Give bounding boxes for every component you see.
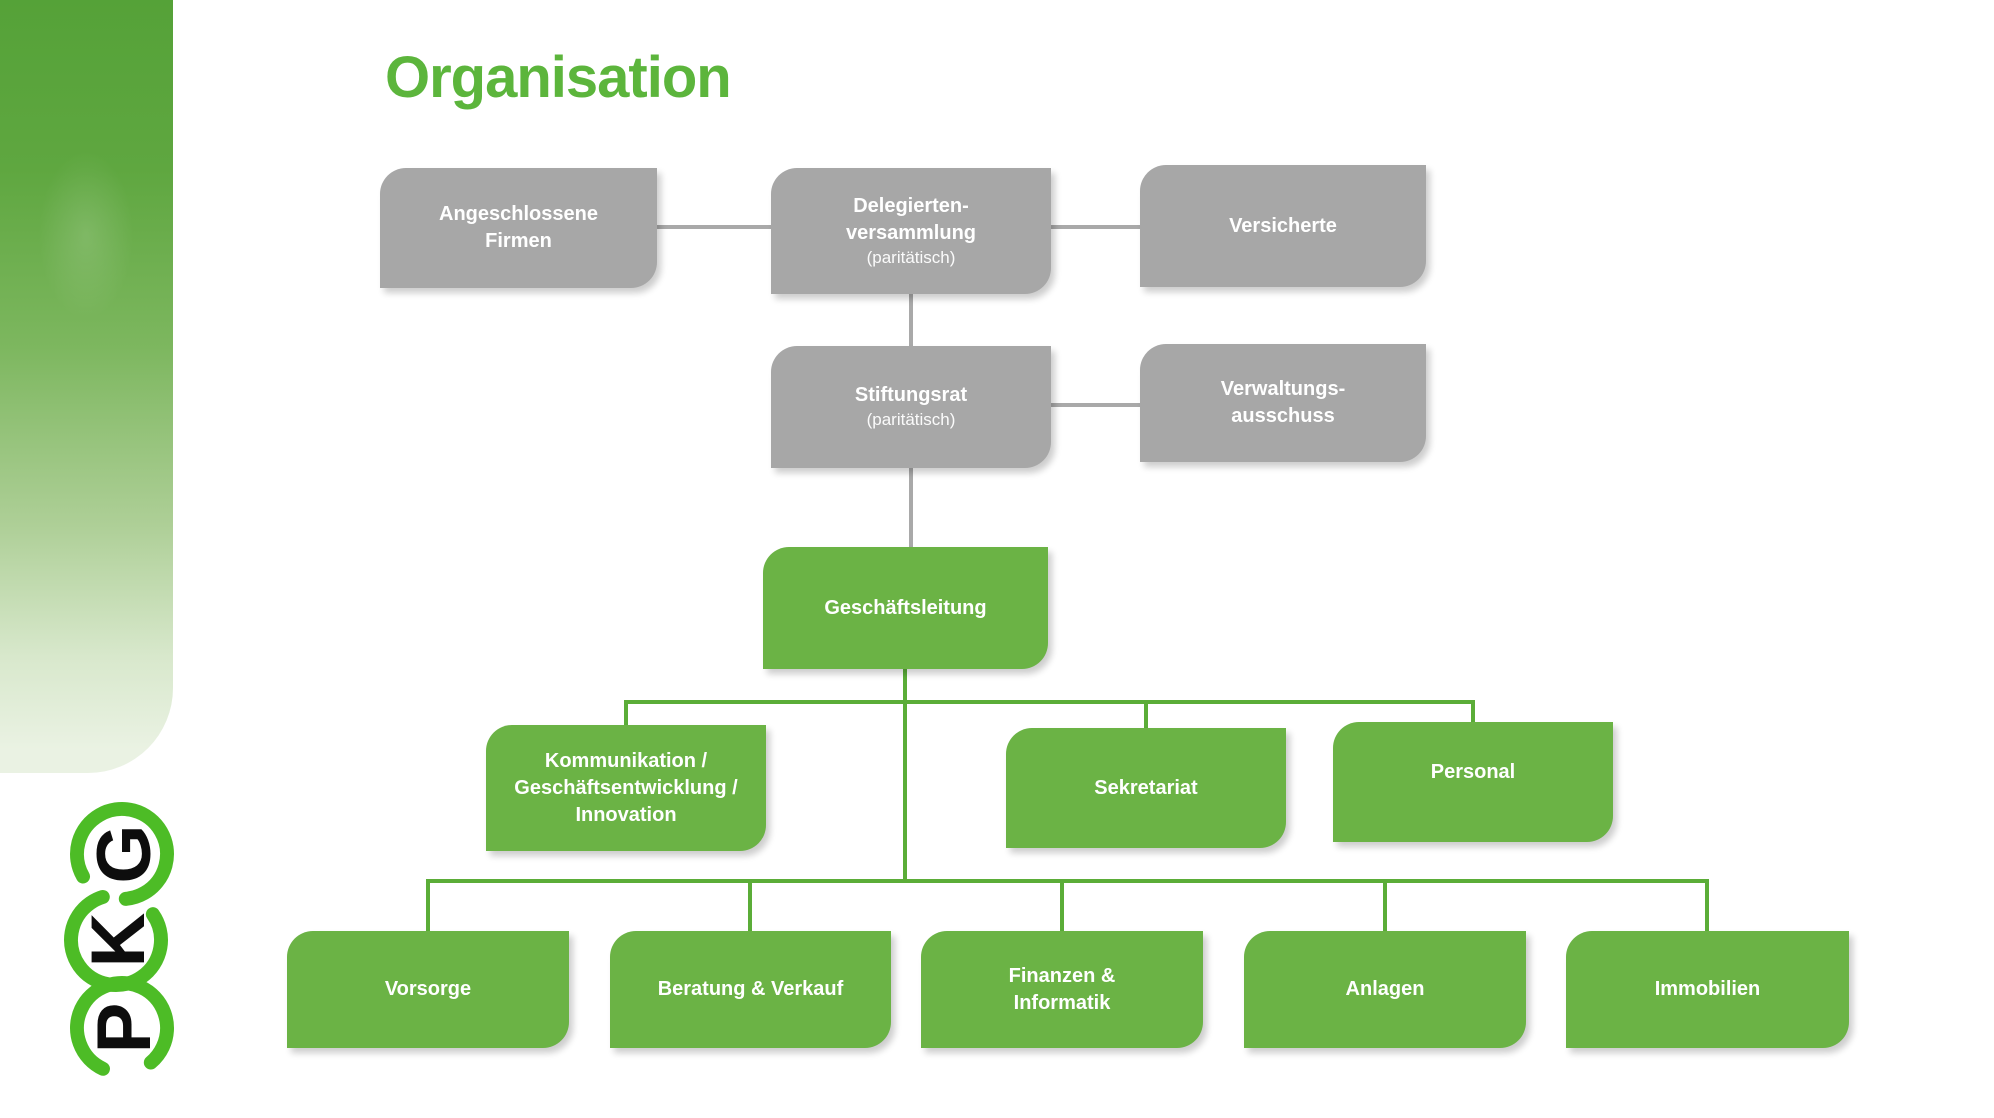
org-node-label: Beratung & Verkauf xyxy=(657,978,844,1000)
org-node-delegiertenversammlung: Delegierten- versammlung (paritätisch) xyxy=(771,168,1051,294)
connector-stub-beratung xyxy=(748,879,752,932)
pkg-logo-letter-g: G xyxy=(82,824,167,883)
org-node-verwaltungsausschuss: Verwaltungs- ausschuss xyxy=(1140,344,1426,462)
connector-delegierten-stiftungsrat xyxy=(909,294,913,346)
org-node-label: Stiftungsrat xyxy=(854,384,968,407)
connector-stub-kommunikation xyxy=(624,700,628,726)
org-node-label: Verwaltungs- ausschuss xyxy=(1220,378,1346,427)
org-node-stiftungsrat: Stiftungsrat (paritätisch) xyxy=(771,346,1051,468)
connector-angeschlossene-delegierten xyxy=(657,225,771,229)
org-node-vorsorge: Vorsorge xyxy=(287,931,569,1048)
org-node-anlagen: Anlagen xyxy=(1244,931,1526,1048)
org-node-label: Versicherte xyxy=(1229,214,1337,237)
pkg-logo-loops xyxy=(64,802,174,1080)
org-node-beratung-verkauf: Beratung & Verkauf xyxy=(610,931,891,1048)
pkg-logo: G K P xyxy=(64,802,174,1080)
connector-stiftungsrat-verwaltungsausschuss xyxy=(1051,403,1140,407)
connector-geschaeftsleitung-trunk xyxy=(903,669,907,883)
org-node-immobilien: Immobilien xyxy=(1566,931,1849,1048)
org-node-label: Finanzen & Informatik xyxy=(1008,964,1116,1014)
sidebar-accent-band xyxy=(0,0,173,773)
connector-delegierten-versicherte xyxy=(1051,225,1140,229)
page-title: Organisation xyxy=(385,45,732,110)
org-node-label: Kommunikation / Geschäftsentwicklung / I… xyxy=(514,749,738,826)
org-node-label: Delegierten- versammlung xyxy=(845,194,977,244)
org-node-label: Personal xyxy=(1430,760,1516,783)
org-node-label: Sekretariat xyxy=(1094,776,1198,799)
org-node-sublabel: (paritätisch) xyxy=(866,247,956,267)
connector-row3-bar xyxy=(624,700,1473,704)
connector-stub-finanzen xyxy=(1060,879,1064,932)
org-node-kommunikation-geschaeftsentwicklung-innovation: Kommunikation / Geschäftsentwicklung / I… xyxy=(486,725,766,851)
connector-stub-vorsorge xyxy=(426,879,430,932)
org-node-personal: Personal xyxy=(1333,722,1613,842)
connector-stiftungsrat-geschaeftsleitung xyxy=(909,468,913,547)
connector-stub-personal xyxy=(1471,700,1475,723)
org-node-label: Anlagen xyxy=(1345,978,1425,1000)
connector-stub-immobilien xyxy=(1705,879,1709,932)
org-node-versicherte: Versicherte xyxy=(1140,165,1426,287)
org-node-label: Angeschlossene Firmen xyxy=(439,203,598,252)
org-node-finanzen-informatik: Finanzen & Informatik xyxy=(921,931,1203,1048)
org-node-sublabel: (paritätisch) xyxy=(866,410,956,430)
org-node-label: Immobilien xyxy=(1654,978,1761,1000)
connector-stub-sekretariat xyxy=(1144,700,1148,729)
org-node-sekretariat: Sekretariat xyxy=(1006,728,1286,848)
connector-row4-bar xyxy=(426,879,1709,883)
org-node-geschaeftsleitung: Geschäftsleitung xyxy=(763,547,1048,669)
pkg-logo-letter-k: K xyxy=(76,912,161,967)
org-node-angeschlossene-firmen: Angeschlossene Firmen xyxy=(380,168,657,288)
connector-stub-anlagen xyxy=(1383,879,1387,932)
org-node-label: Geschäftsleitung xyxy=(824,596,987,619)
org-node-label: Vorsorge xyxy=(384,978,472,1000)
pkg-logo-letter-p: P xyxy=(82,1003,167,1054)
